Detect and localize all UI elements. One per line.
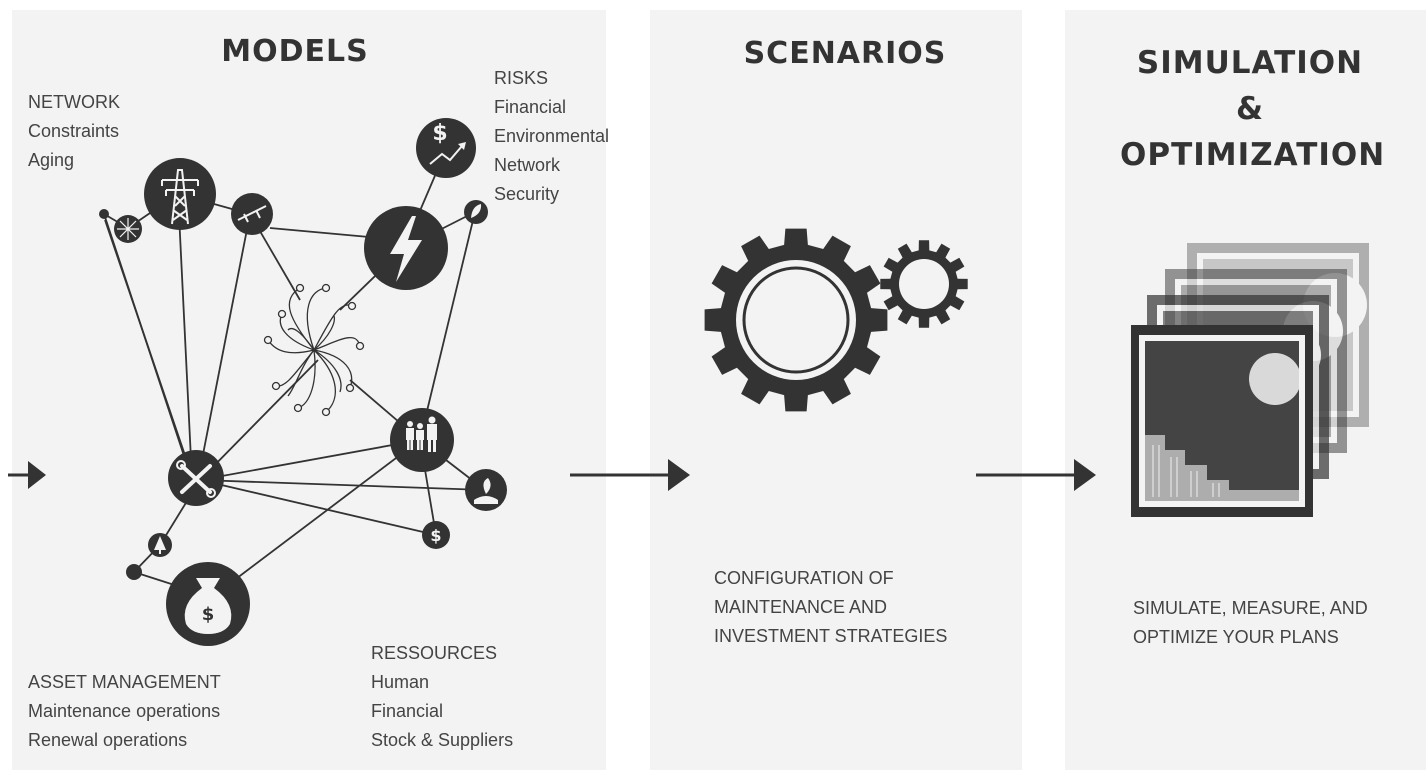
scenarios-description-line: CONFIGURATION OF — [714, 568, 894, 588]
models-title: MODELS — [221, 34, 369, 69]
scenarios-description-line: INVESTMENT STRATEGIES — [714, 626, 948, 646]
arrow-right-icon — [8, 461, 46, 489]
fiber-burst-icon — [267, 287, 361, 413]
dollar-glyph: $ — [202, 604, 215, 625]
arrow-right-icon — [976, 459, 1096, 491]
simulation-title-line: SIMULATION & — [1136, 45, 1364, 127]
dollar-glyph: $ — [432, 121, 447, 146]
tools-icon — [168, 450, 224, 506]
large-gear-ring — [742, 266, 850, 374]
screen-layer-front — [1131, 325, 1313, 517]
dollar-glyph: $ — [430, 526, 441, 545]
gear-icon — [704, 228, 968, 412]
leaf-icon — [464, 200, 488, 224]
network-heading: NETWORK — [28, 92, 120, 112]
asset-management-item: Renewal operations — [28, 730, 188, 750]
plant-hand-icon — [465, 469, 507, 511]
transmission-tower-icon — [144, 158, 216, 230]
simulation-title-line: OPTIMIZATION — [1120, 137, 1386, 173]
risks-item: Environmental — [494, 126, 610, 146]
simulation-description-line: SIMULATE, MEASURE, AND — [1133, 598, 1368, 618]
scenarios-description-line: MAINTENANCE AND — [714, 597, 888, 617]
network-node — [99, 209, 109, 219]
tree-icon — [148, 533, 172, 557]
scenarios-description: CONFIGURATION OF MAINTENANCE AND INVESTM… — [714, 564, 947, 651]
simulation-description-line: OPTIMIZE YOUR PLANS — [1133, 627, 1339, 647]
network-item: Aging — [28, 150, 75, 170]
compass-icon — [114, 215, 142, 243]
ressources-item: Human — [371, 672, 430, 692]
models-network-diagram: $ $ — [99, 118, 507, 646]
asset-management-label: ASSET MANAGEMENT Maintenance operations … — [28, 668, 221, 755]
scenarios-title: SCENARIOS — [743, 36, 947, 71]
ressources-item: Financial — [371, 701, 444, 721]
risks-heading: RISKS — [494, 68, 549, 88]
network-item: Constraints — [28, 121, 120, 141]
risks-item: Financial — [494, 97, 567, 117]
small-gear-hole — [899, 259, 949, 309]
risks-label: RISKS Financial Environmental Network Se… — [494, 64, 609, 209]
fiber-burst-nodes — [263, 283, 365, 417]
large-gear-hole — [736, 260, 856, 380]
lightning-bolt-icon — [364, 206, 448, 290]
simulation-description: SIMULATE, MEASURE, AND OPTIMIZE YOUR PLA… — [1133, 594, 1368, 652]
ressources-heading: RESSOURCES — [371, 643, 498, 663]
money-bag-icon: $ — [166, 562, 250, 646]
network-label: NETWORK Constraints Aging — [28, 88, 120, 175]
power-line-icon — [231, 193, 273, 235]
dollar-chart-icon: $ — [416, 118, 476, 178]
ressources-item: Stock & Suppliers — [371, 730, 514, 750]
models-panel — [12, 10, 606, 770]
stacked-screens-icon — [1131, 243, 1369, 517]
asset-management-item: Maintenance operations — [28, 701, 221, 721]
people-icon — [390, 408, 454, 472]
dollar-icon: $ — [422, 521, 450, 549]
arrow-right-icon — [570, 459, 690, 491]
risks-item: Network — [494, 155, 561, 175]
network-node — [126, 564, 142, 580]
risks-item: Security — [494, 184, 560, 204]
ressources-label: RESSOURCES Human Financial Stock & Suppl… — [371, 639, 513, 755]
simulation-title: SIMULATION & OPTIMIZATION — [1120, 40, 1386, 178]
asset-management-heading: ASSET MANAGEMENT — [28, 672, 221, 692]
